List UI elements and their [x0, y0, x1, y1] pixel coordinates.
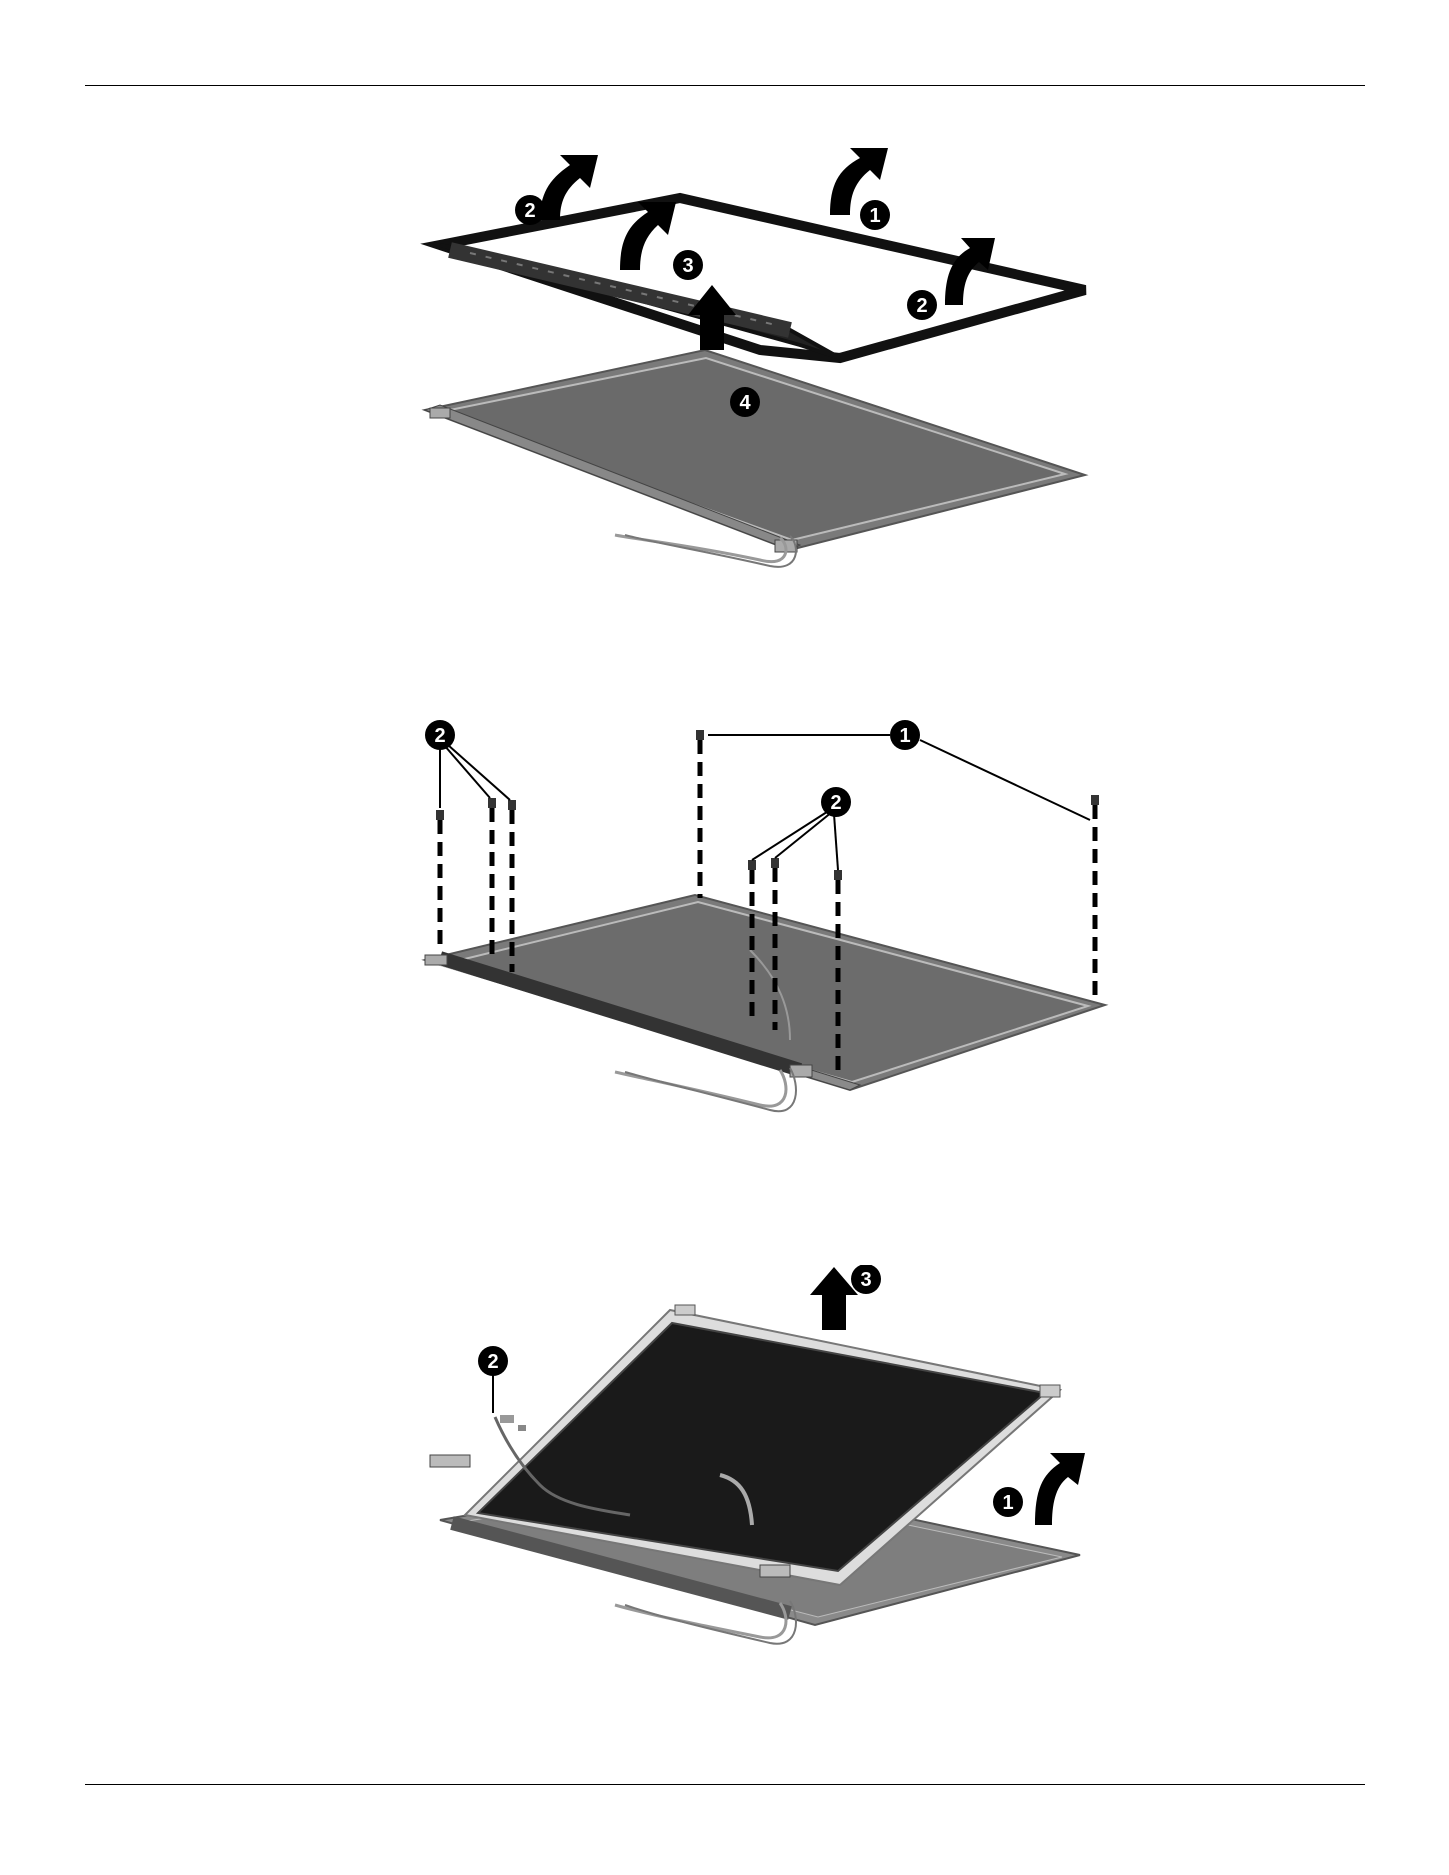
bezel-removal-illustration: 1 2 2 3 4 [0, 140, 1449, 570]
display-assembly [425, 895, 1105, 1111]
svg-text:2: 2 [487, 1351, 498, 1373]
screw-icon [696, 730, 704, 740]
screw-icon [488, 798, 496, 808]
svg-text:2: 2 [830, 792, 841, 814]
screw-icon [508, 800, 516, 810]
screws [436, 730, 1099, 880]
callout-2b: 2 [907, 290, 937, 320]
header-rule [85, 85, 1365, 86]
screw-icon [771, 858, 779, 868]
callout-4: 4 [730, 387, 760, 417]
callout-1: 1 [860, 200, 890, 230]
leader-lines [440, 735, 1090, 870]
callout-2a: 2 [515, 195, 545, 225]
callout-1: 1 [890, 720, 920, 750]
screw-icon [436, 810, 444, 820]
svg-text:2: 2 [524, 200, 535, 222]
figure-screw-removal: 1 2 2 [0, 710, 1449, 1130]
callout-2a: 2 [425, 720, 455, 750]
panel-removal-illustration: 1 2 3 [0, 1265, 1449, 1685]
arrow-up-icon [810, 1267, 858, 1330]
svg-text:2: 2 [916, 295, 927, 317]
svg-text:3: 3 [682, 255, 693, 277]
arrow-up-curve-icon [1035, 1453, 1085, 1525]
callout-3: 3 [673, 250, 703, 280]
screw-icon [834, 870, 842, 880]
svg-text:3: 3 [860, 1269, 871, 1291]
figure-panel-removal: 1 2 3 [0, 1265, 1449, 1685]
screw-removal-illustration: 1 2 2 [0, 710, 1449, 1130]
svg-text:4: 4 [739, 392, 751, 414]
footer-rule [85, 1784, 1365, 1785]
callout-2b: 2 [821, 787, 851, 817]
screw-icon [1091, 795, 1099, 805]
svg-text:1: 1 [869, 205, 880, 227]
arrow-up-curve-icon [540, 155, 598, 220]
svg-text:1: 1 [899, 725, 910, 747]
svg-text:2: 2 [434, 725, 445, 747]
callout-3: 3 [851, 1265, 881, 1294]
svg-text:1: 1 [1002, 1492, 1013, 1514]
callout-1: 1 [993, 1487, 1023, 1517]
screw-icon [748, 860, 756, 870]
display-assembly [425, 350, 1085, 567]
figure-bezel-removal: 1 2 2 3 4 [0, 140, 1449, 570]
callout-2: 2 [478, 1346, 508, 1376]
